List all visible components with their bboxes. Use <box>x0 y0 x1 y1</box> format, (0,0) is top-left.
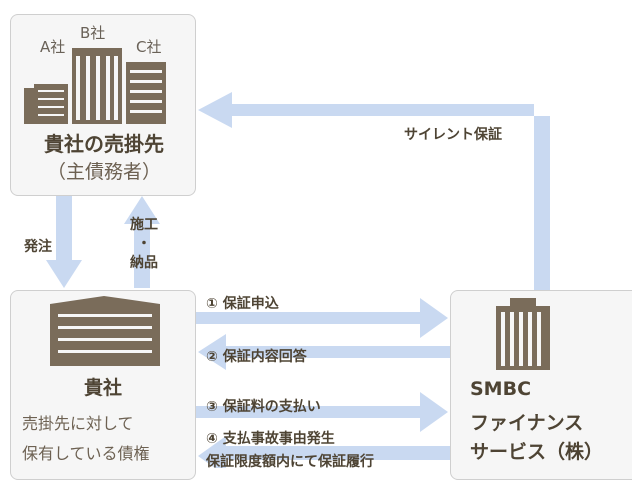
smbc-name-line1: SMBC <box>470 378 532 400</box>
step3-arrow <box>196 392 448 432</box>
customer-buildings <box>24 48 166 124</box>
order-arrow <box>46 196 82 288</box>
smbc-name-line2: ファイナンス <box>470 412 584 434</box>
construction-label: 施工 <box>130 217 158 233</box>
order-label: 発注 <box>24 239 52 255</box>
label-company-a: A社 <box>40 38 66 56</box>
step1-arrow <box>196 298 448 338</box>
smbc-building-icon <box>496 298 550 370</box>
company-description-line2: 保有している債権 <box>22 444 150 463</box>
silent-guarantee-label: サイレント保証 <box>404 127 502 143</box>
company-building-icon <box>50 296 160 366</box>
step1-label: ① 保証申込 <box>206 296 279 312</box>
label-company-c: C社 <box>136 38 162 56</box>
smbc-name-line3: サービス（株） <box>470 441 604 463</box>
step4-arrow <box>198 436 450 468</box>
silent-guarantee-arrow <box>198 92 550 290</box>
step3-label: ③ 保証料の支払い <box>206 399 321 415</box>
step5-label: 保証限度額内にて保証履行 <box>206 454 374 470</box>
customer-subtitle: （主債務者） <box>46 161 161 183</box>
construction-delivery-label: 施工 ・ 納品 <box>120 216 168 273</box>
step2-label: ② 保証内容回答 <box>206 349 307 365</box>
step2-arrow <box>198 334 450 370</box>
label-company-b: B社 <box>80 24 106 42</box>
company-description-line1: 売掛先に対して <box>22 414 134 433</box>
customer-title: 貴社の売掛先 <box>44 132 164 156</box>
separator-dot: ・ <box>137 236 151 252</box>
flow-arrows <box>46 92 550 468</box>
step4-label: ④ 支払事故事由発生 <box>206 431 335 447</box>
company-title: 貴社 <box>83 377 122 399</box>
delivery-label: 納品 <box>130 255 158 271</box>
delivery-arrow <box>124 196 160 288</box>
